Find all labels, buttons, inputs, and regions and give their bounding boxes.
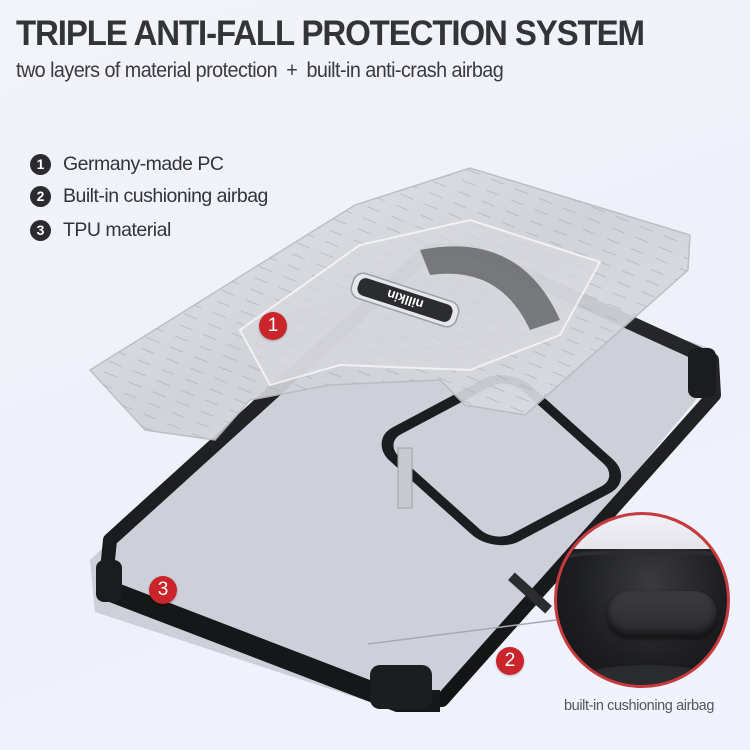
callout-badge-3: 3 — [149, 576, 177, 604]
brand-logo-plate: nillkin — [350, 272, 460, 328]
detail-background — [557, 515, 727, 549]
airbag-detail-magnifier — [554, 512, 730, 688]
legend-item-tpu: 3 TPU material — [30, 214, 268, 246]
legend-label: Built-in cushioning airbag — [63, 184, 268, 207]
headline: TRIPLE ANTI-FALL PROTECTION SYSTEM — [16, 13, 645, 53]
subheadline-right: built-in anti-crash airbag — [306, 58, 504, 82]
number-badge-2-icon: 2 — [30, 185, 51, 207]
legend-item-airbag: 2 Built-in cushioning airbag — [30, 180, 268, 212]
detail-caption: built-in cushioning airbag — [564, 698, 715, 714]
plus-sign: + — [286, 58, 298, 82]
pc-back-panel: nillkin — [88, 167, 691, 509]
callout-leader-line — [367, 619, 557, 645]
detail-airbag — [607, 591, 717, 637]
subheadline: two layers of material protection + built-… — [16, 58, 504, 83]
legend-label: Germany-made PC — [63, 152, 224, 175]
callout-badge-1: 1 — [259, 312, 287, 340]
legend-item-pc: 1 Germany-made PC — [30, 148, 268, 180]
subheadline-left: two layers of material protection — [16, 58, 278, 82]
detail-bumper-lower — [567, 665, 727, 685]
number-badge-3-icon: 3 — [30, 219, 51, 241]
callout-badge-2: 2 — [496, 647, 524, 675]
number-badge-1-icon: 1 — [30, 153, 51, 175]
feature-legend: 1 Germany-made PC 2 Built-in cushioning … — [30, 148, 268, 246]
detail-bumper-rim — [557, 551, 727, 595]
legend-label: TPU material — [63, 218, 171, 241]
